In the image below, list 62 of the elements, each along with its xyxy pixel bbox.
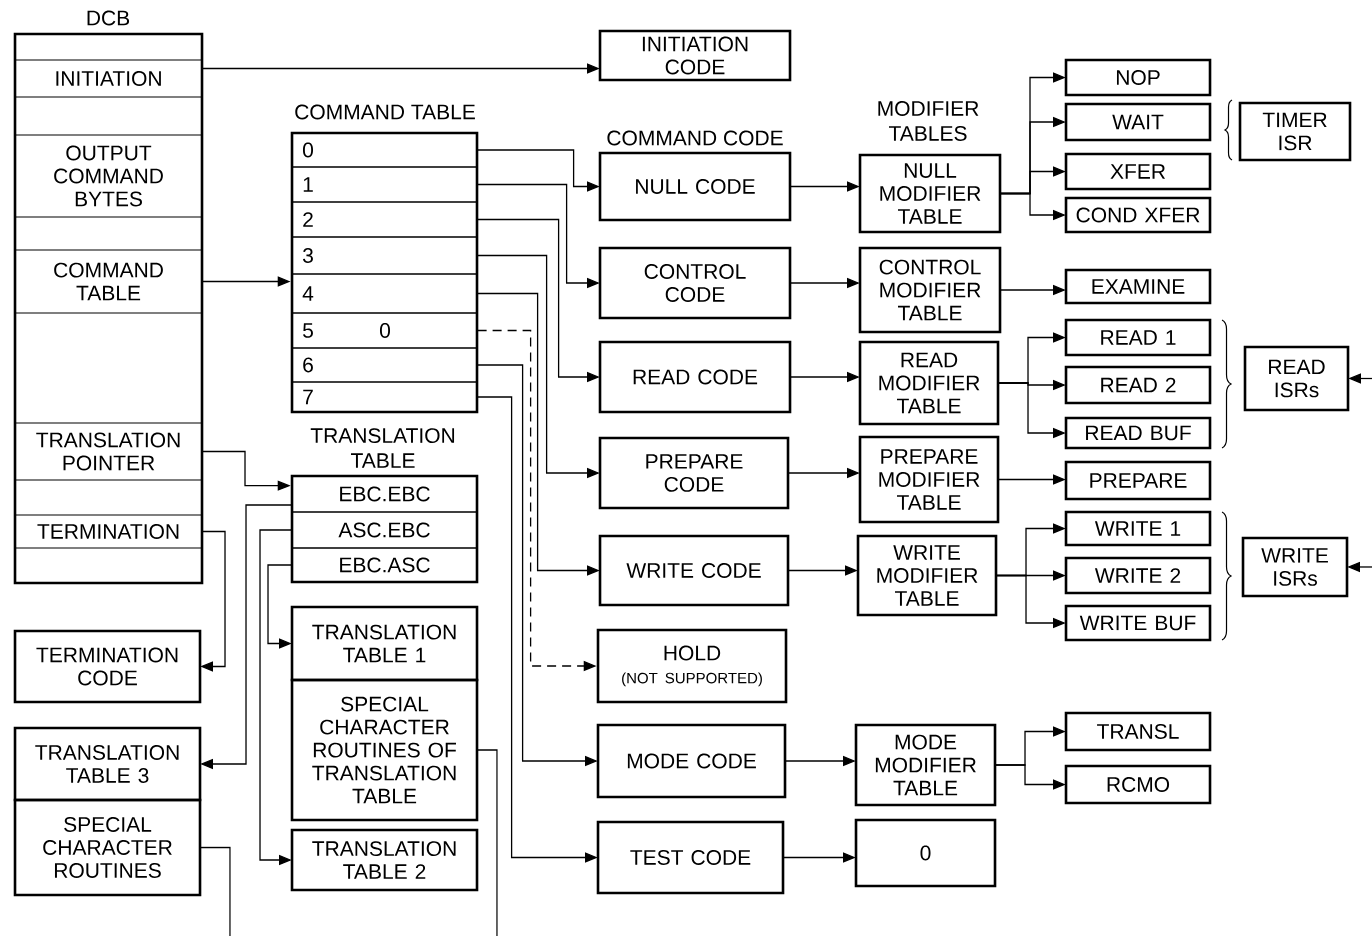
routine-box: WRITE 2 <box>1064 556 1212 595</box>
code-box: WRITE CODE <box>598 534 790 607</box>
code-box: NULL CODE <box>598 151 792 222</box>
table-row: TRANSLATION POINTER <box>14 422 203 481</box>
table-row: INITIATION <box>14 59 203 98</box>
modifier-table-box: CONTROL MODIFIER TABLE <box>858 246 1002 334</box>
routine-box: SPECIAL CHARACTER ROUTINES <box>13 798 202 897</box>
routine-box: READ BUF <box>1064 416 1212 450</box>
arrow <box>267 564 293 649</box>
routine-box: WAIT <box>1064 102 1212 142</box>
modifier-table-box: 0 <box>854 818 997 888</box>
code-box: PREPARE CODE <box>598 436 790 510</box>
table-row: 5 0 <box>291 312 478 349</box>
routine-box: TRANSL <box>1064 711 1212 752</box>
isr-box: TIMER ISR <box>1238 101 1352 162</box>
table-box: TRANSLATION TABLE 2 <box>290 828 479 892</box>
node-label: COMMAND TABLE <box>295 104 475 120</box>
code-box: READ CODE <box>598 340 792 414</box>
table-row: 4 <box>291 273 478 314</box>
modifier-table-box: READ MODIFIER TABLE <box>858 340 1000 426</box>
code-box: INITIATION CODE <box>598 29 792 82</box>
modifier-table-box: NULL MODIFIER TABLE <box>858 153 1002 234</box>
table-row: 1 <box>291 166 478 203</box>
modifier-table-box: MODE MODIFIER TABLE <box>854 723 997 807</box>
routine-box: EXAMINE <box>1064 268 1212 305</box>
table-row: 6 <box>291 347 478 383</box>
column-heading: COMMAND CODE <box>607 130 783 146</box>
code-box: MODE CODE <box>596 723 787 799</box>
routine-box: WRITE 1 <box>1064 510 1212 547</box>
routine-box: XFER <box>1064 152 1212 191</box>
code-box: CONTROL CODE <box>598 246 792 320</box>
table-row: ASC.EBC <box>291 511 478 549</box>
table-box: TRANSLATION TABLE 3 <box>13 726 202 802</box>
routine-box: SPECIAL CHARACTER ROUTINES OF TRANSLATION TABLE <box>290 678 479 822</box>
connector-line <box>476 749 498 936</box>
routine-box: RCMO <box>1064 764 1212 805</box>
routine-box: WRITE BUF <box>1064 604 1212 642</box>
table-row: TERMINATION <box>14 514 203 549</box>
table-box: TRANSLATION TABLE 1 <box>290 605 479 682</box>
modifier-table-box: PREPARE MODIFIER TABLE <box>858 435 1000 524</box>
table-row: 7 <box>291 381 478 413</box>
code-box: TERMINATION CODE <box>13 629 202 704</box>
routine-box: READ 1 <box>1064 318 1212 357</box>
routine-box: NOP <box>1064 58 1212 97</box>
table-row: OUTPUT COMMAND BYTES <box>14 134 203 218</box>
routine-box: READ 2 <box>1064 365 1212 405</box>
table-row: COMMAND TABLE <box>14 249 203 314</box>
routine-box: PREPARE <box>1064 460 1212 501</box>
modifier-table-box: WRITE MODIFIER TABLE <box>856 534 998 617</box>
node-label: TRANSLATION TABLE <box>310 428 455 468</box>
connector-line <box>199 846 231 936</box>
table-row: 3 <box>291 236 478 275</box>
table-row: EBC.EBC <box>291 475 478 513</box>
routine-box: COND XFER <box>1064 196 1212 234</box>
node-label: DCB <box>87 10 130 26</box>
code-box: TEST CODE <box>596 820 785 895</box>
table-row: EBC.ASC <box>291 547 478 583</box>
isr-box: READ ISRs <box>1243 345 1350 412</box>
code-box: HOLD (NOT SUPPORTED) <box>596 628 788 704</box>
isr-box: WRITE ISRs <box>1241 536 1349 598</box>
table-row: 0 <box>291 132 478 168</box>
table-row: 2 <box>291 201 478 238</box>
